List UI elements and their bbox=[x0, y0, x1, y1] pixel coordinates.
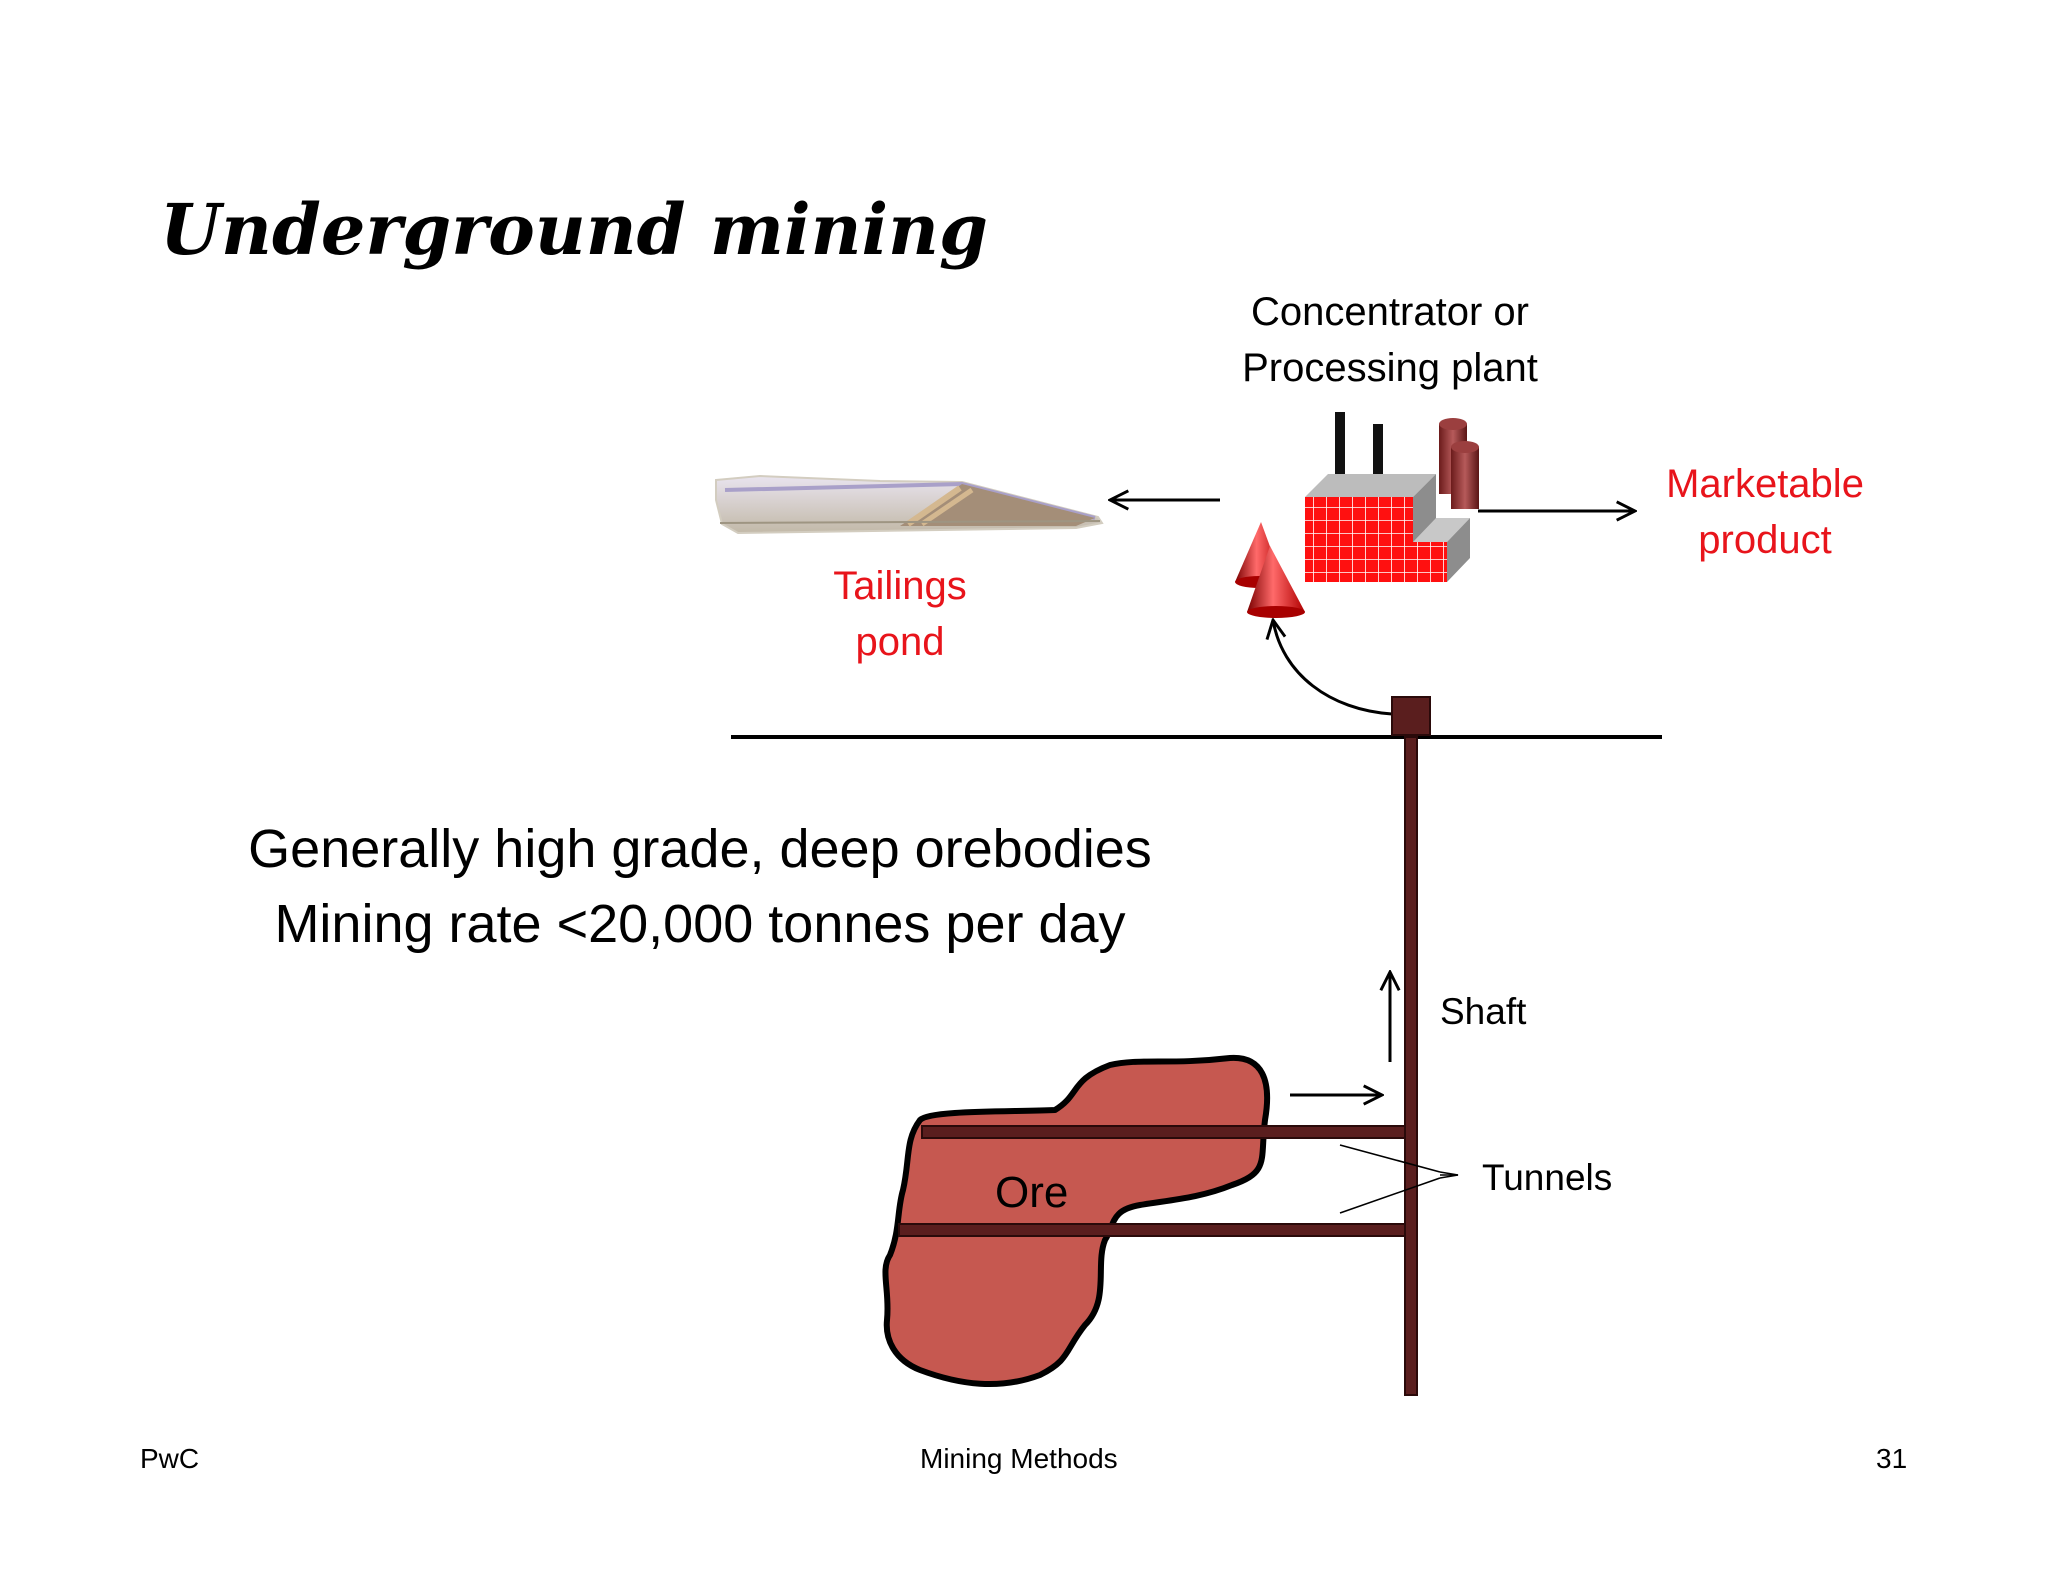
shaft bbox=[1404, 736, 1418, 1396]
summary-line2: Mining rate <20,000 tonnes per day bbox=[274, 894, 1126, 954]
product-label: Marketable product bbox=[1620, 456, 1910, 568]
plant-label: Concentrator or Processing plant bbox=[1190, 284, 1590, 396]
plant-label-line1: Concentrator or bbox=[1251, 290, 1529, 334]
summary-text: Generally high grade, deep orebodies Min… bbox=[180, 812, 1220, 962]
product-label-line1: Marketable bbox=[1666, 462, 1864, 506]
tailings-label-line2: pond bbox=[855, 620, 945, 664]
tailings-label: Tailings pond bbox=[780, 558, 1020, 670]
tailings-pond-icon bbox=[715, 474, 1104, 535]
arrow-to-plant bbox=[1273, 620, 1393, 716]
tailings-label-line1: Tailings bbox=[833, 564, 967, 608]
headframe-icon bbox=[1391, 696, 1431, 736]
ore-label: Ore bbox=[995, 1168, 1069, 1217]
plant-label-line2: Processing plant bbox=[1242, 346, 1538, 390]
product-label-line2: product bbox=[1698, 518, 1832, 562]
footer-left: PwC bbox=[140, 1443, 200, 1474]
ore-body bbox=[882, 1054, 1271, 1388]
footer-center: Mining Methods bbox=[920, 1443, 1118, 1474]
page-number: 31 bbox=[1876, 1443, 1908, 1474]
processing-plant-icon bbox=[1235, 412, 1479, 618]
slide-title: Underground mining bbox=[160, 188, 988, 271]
shaft-label: Shaft bbox=[1440, 991, 1527, 1032]
tunnels-label: Tunnels bbox=[1482, 1157, 1613, 1198]
summary-line1: Generally high grade, deep orebodies bbox=[248, 819, 1152, 879]
tunnels-callout bbox=[1339, 1144, 1459, 1214]
